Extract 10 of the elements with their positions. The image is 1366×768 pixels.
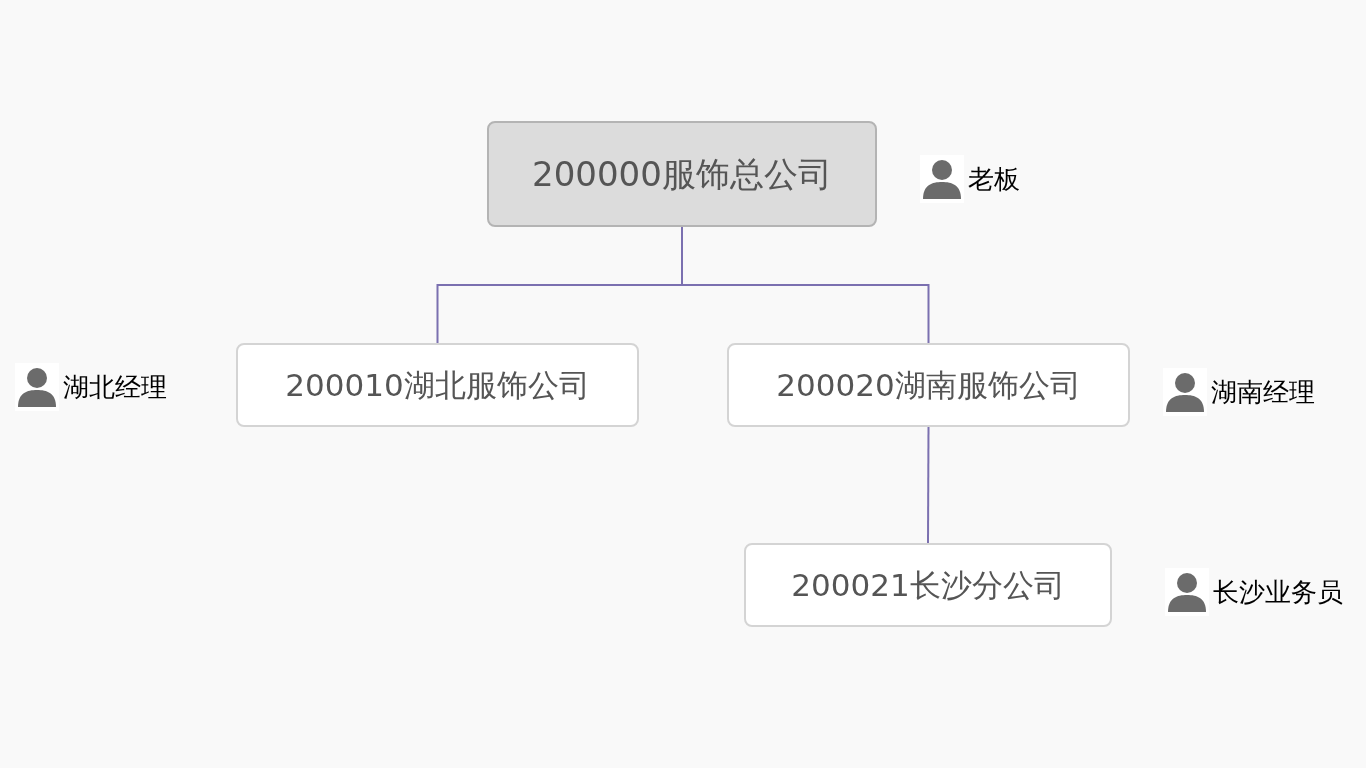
org-unit-box: 200021长沙分公司	[744, 543, 1112, 627]
connector-line	[681, 226, 930, 344]
role-label: 长沙业务员	[1213, 575, 1343, 609]
connector-line	[927, 426, 930, 544]
org-unit-box: 200000服饰总公司	[487, 121, 877, 227]
org-unit-box: 200010湖北服饰公司	[236, 343, 639, 427]
org-unit-box: 200020湖南服饰公司	[727, 343, 1130, 427]
role-label: 湖北经理	[63, 370, 167, 404]
role-label: 湖南经理	[1211, 375, 1315, 409]
role-label: 老板	[968, 162, 1020, 196]
